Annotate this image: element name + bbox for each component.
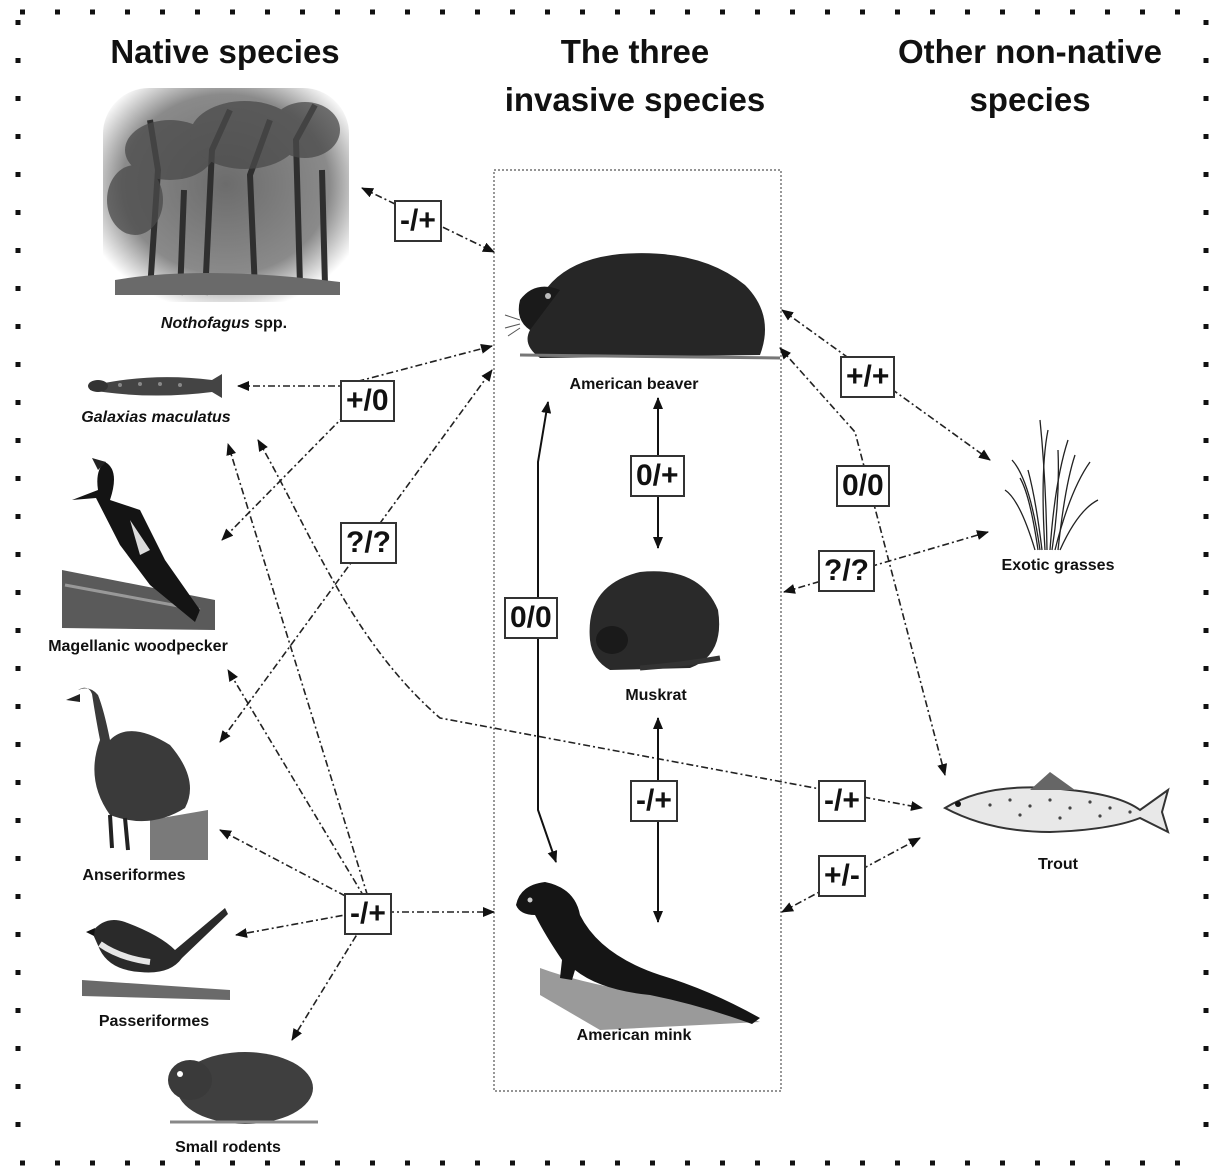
rodents-caption: Small rodents <box>128 1138 328 1158</box>
muskrat-caption: Muskrat <box>556 686 756 706</box>
grasses-caption: Exotic grasses <box>958 556 1158 576</box>
anseriformes-caption: Anseriformes <box>34 866 234 886</box>
relation-mink-natives: -/+ <box>344 893 392 935</box>
nothofagus-caption: Nothofagus spp. <box>124 314 324 334</box>
relation-beaver-trout: 0/0 <box>836 465 890 507</box>
trout-caption: Trout <box>958 855 1158 875</box>
relation-anseriformes-beaver: ?/? <box>340 522 397 564</box>
relation-mink-trout: +/- <box>818 855 866 897</box>
native-species-header: Native species <box>60 28 390 76</box>
relation-beaver-grasses: +/+ <box>840 356 895 398</box>
other-non-native-header: Other non-native species <box>865 28 1195 124</box>
relation-galaxias-trout: -/+ <box>818 780 866 822</box>
invasive-species-header: The three invasive species <box>470 28 800 124</box>
relation-beaver-mink: 0/0 <box>504 597 558 639</box>
nothofagus-suffix: spp. <box>250 315 287 332</box>
passeriformes-caption: Passeriformes <box>54 1012 254 1032</box>
relation-beaver-muskrat: 0/+ <box>630 455 685 497</box>
galaxias-caption: Galaxias maculatus <box>56 408 256 428</box>
beaver-caption: American beaver <box>534 375 734 395</box>
mink-caption: American mink <box>534 1026 734 1046</box>
nothofagus-genus: Nothofagus <box>161 315 250 332</box>
woodpecker-caption: Magellanic woodpecker <box>28 637 248 657</box>
relation-muskrat-mink: -/+ <box>630 780 678 822</box>
relation-galaxias-beaver: +/0 <box>340 380 395 422</box>
relation-nothofagus-beaver: -/+ <box>394 200 442 242</box>
relation-muskrat-grasses: ?/? <box>818 550 875 592</box>
